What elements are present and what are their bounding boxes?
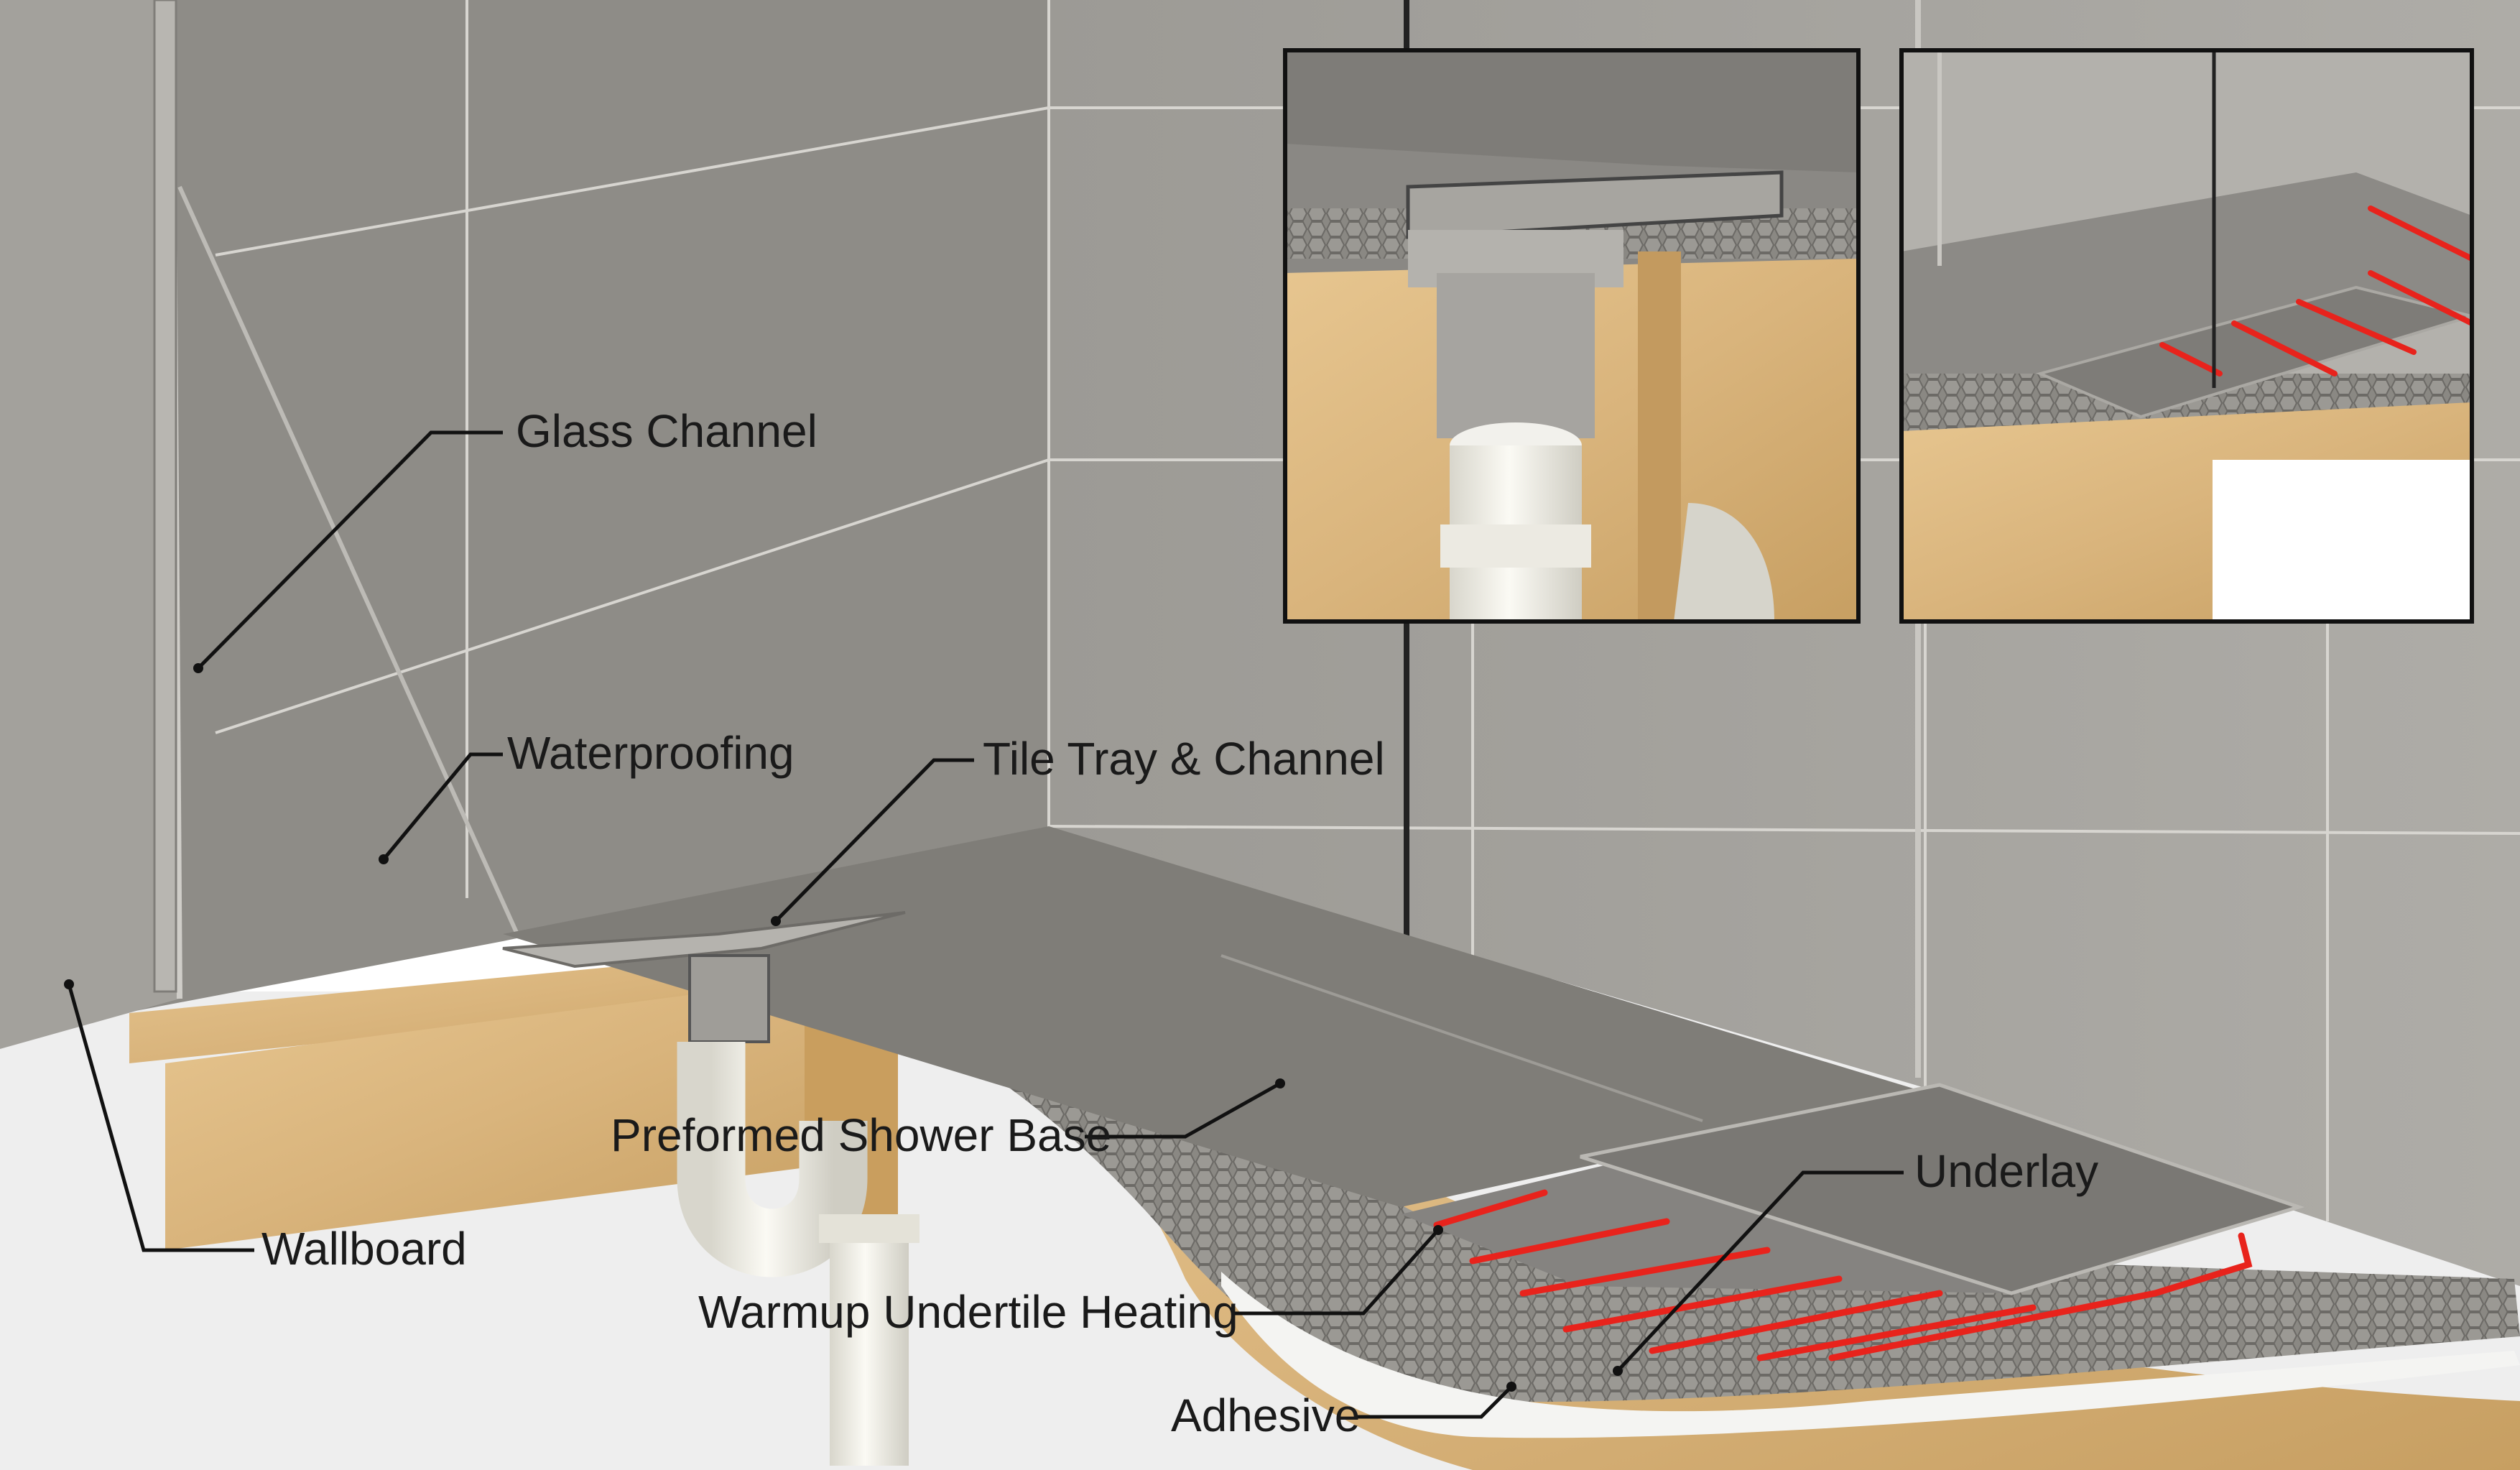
- label-tile-tray-channel: Tile Tray & Channel: [983, 733, 1385, 785]
- inset-drain-border: [1283, 48, 1861, 624]
- label-warmup-heating: Warmup Undertile Heating: [698, 1286, 1238, 1338]
- callout-waterproofing: Waterproofing: [379, 727, 795, 864]
- label-underlay: Underlay: [1914, 1145, 2098, 1197]
- label-wallboard: Wallboard: [261, 1223, 467, 1275]
- inset-drain-detail: [1285, 50, 1858, 621]
- label-glass-channel: Glass Channel: [516, 405, 817, 457]
- floor-tile-raised: [1580, 1083, 2305, 1295]
- callout-tile-tray-channel: Tile Tray & Channel: [771, 733, 1385, 926]
- wallboard-panel: [0, 0, 180, 1049]
- glass-channel-strip: [153, 0, 177, 993]
- heating-wires: [1433, 1189, 2253, 1362]
- adhesive-layer: [1221, 1272, 2520, 1438]
- label-adhesive: Adhesive: [1171, 1390, 1360, 1441]
- callout-preformed-shower-base: Preformed Shower Base: [611, 1078, 1285, 1161]
- waterproofing-edge: [177, 185, 519, 935]
- inset-heating-detail: [1901, 50, 2472, 621]
- label-waterproofing: Waterproofing: [507, 727, 795, 779]
- callout-glass-channel: Glass Channel: [193, 405, 817, 673]
- callout-warmup-heating: Warmup Undertile Heating: [698, 1225, 1443, 1338]
- drain-pipe: [677, 954, 919, 1466]
- tile-tray-plate: [502, 911, 906, 969]
- callout-wallboard: Wallboard: [64, 979, 467, 1275]
- left-wall: [86, 0, 1049, 1020]
- label-preformed-shower-base: Preformed Shower Base: [611, 1109, 1111, 1161]
- callout-underlay: Underlay: [1613, 1145, 2098, 1376]
- inset-heating-border: [1899, 48, 2474, 624]
- callout-adhesive: Adhesive: [1171, 1382, 1516, 1441]
